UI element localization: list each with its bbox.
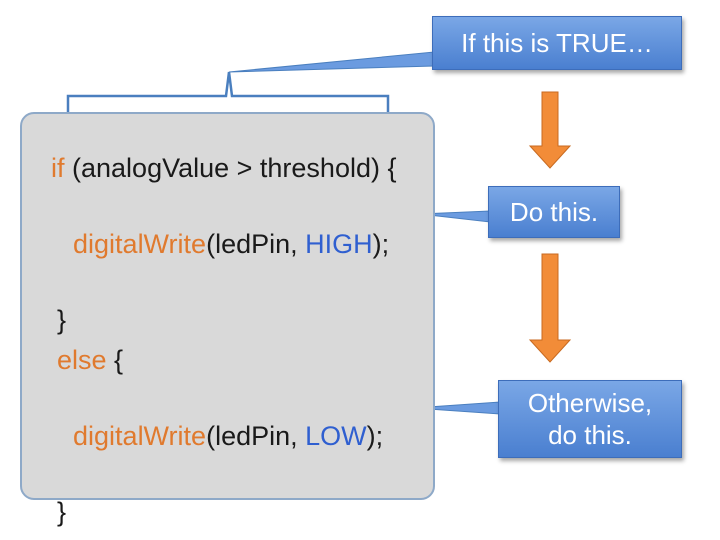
- constant-high: HIGH: [305, 229, 373, 259]
- args-open: (ledPin,: [206, 421, 306, 451]
- callout-do-this: Do this.: [488, 186, 620, 238]
- callout-if-true-text: If this is TRUE…: [461, 28, 653, 58]
- code-line-close-else: }: [42, 464, 66, 528]
- arrow-down-2: [528, 253, 572, 363]
- code-line-digitalwrite-low: digitalWrite(ledPin, LOW);: [58, 388, 383, 452]
- callout-do-this-text: Do this.: [509, 197, 599, 227]
- code-line-if: if (analogValue > threshold) {: [36, 120, 397, 184]
- arrow-down-1: [528, 91, 572, 169]
- closing-brace: }: [57, 497, 67, 527]
- code-panel: [20, 112, 435, 500]
- keyword-if: if: [51, 153, 65, 183]
- args-close: );: [366, 421, 384, 451]
- if-true-pointer: [228, 51, 435, 73]
- function-digitalwrite: digitalWrite: [73, 229, 207, 259]
- callout-if-true: If this is TRUE…: [432, 16, 682, 70]
- callout-otherwise-line1: Otherwise,: [527, 388, 653, 418]
- callout-otherwise-line2: do this.: [548, 420, 632, 450]
- args-close: );: [372, 229, 390, 259]
- code-line-digitalwrite-high: digitalWrite(ledPin, HIGH);: [58, 196, 389, 260]
- constant-low: LOW: [305, 421, 367, 451]
- condition-brace: [66, 71, 390, 116]
- code-line-close-if: }: [42, 272, 66, 336]
- code-line-else: else {: [42, 312, 123, 376]
- if-condition: (analogValue > threshold) {: [64, 153, 397, 183]
- callout-otherwise: Otherwise, do this.: [498, 380, 682, 458]
- function-digitalwrite: digitalWrite: [73, 421, 207, 451]
- args-open: (ledPin,: [206, 229, 306, 259]
- else-brace: {: [106, 345, 124, 375]
- closing-brace: }: [57, 305, 67, 335]
- keyword-else: else: [57, 345, 107, 375]
